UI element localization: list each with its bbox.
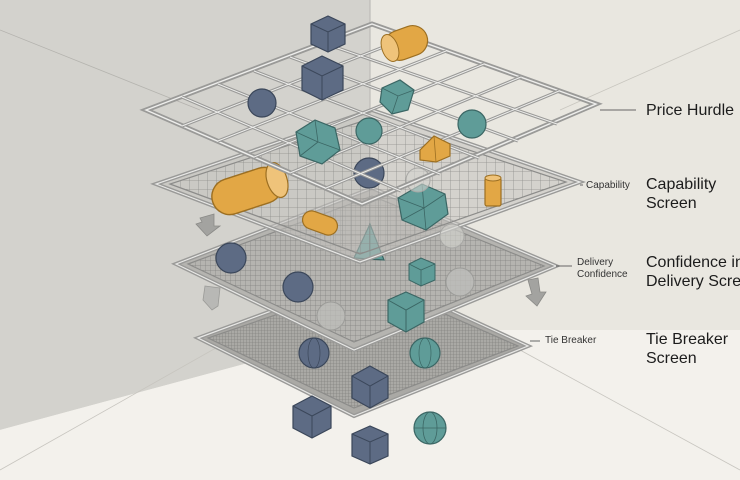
label-price-hurdle: Price Hurdle [646, 102, 735, 119]
label-confidence-delivery-screen: Confidence in Delivery Screen [646, 254, 740, 290]
layer-price-hurdle [139, 15, 603, 207]
label-tie-breaker-screen: Tie Breaker Screen [646, 331, 729, 367]
label-capability-screen: Capability Screen [646, 176, 717, 212]
label-leader-lines [530, 109, 636, 342]
small-label-delivery-confidence: Delivery Confidence [577, 257, 628, 280]
falling-arrows [195, 213, 547, 311]
falling-shapes [292, 395, 447, 465]
small-label-tie-breaker: Tie Breaker [545, 335, 597, 346]
small-label-capability: Capability [586, 180, 630, 191]
